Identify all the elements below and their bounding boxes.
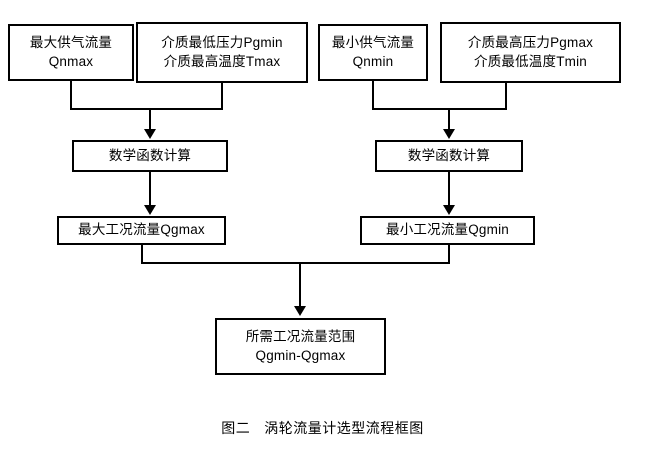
node-min-pressure-max-temp: 介质最低压力Pgmin 介质最高温度Tmax (136, 22, 308, 83)
arrowhead-to-qgmin (443, 205, 455, 215)
arrowhead-to-range (294, 306, 306, 316)
figure-label: 图二 (221, 420, 251, 436)
node-max-pressure-min-temp: 介质最高压力Pgmax 介质最低温度Tmin (440, 22, 621, 83)
node-text-line1: 数学函数计算 (108, 147, 192, 163)
connector-bottom-merge-stem (299, 262, 301, 307)
connector-qnmin-drop (372, 81, 374, 110)
node-text-line2: Qnmax (48, 53, 94, 69)
connector-qgmin-drop (448, 245, 450, 264)
node-max-supply-flow: 最大供气流量 Qnmax (8, 24, 134, 81)
node-text-line1: 数学函数计算 (407, 147, 491, 163)
node-text-line2: Qnmin (352, 53, 394, 69)
connector-qgmax-drop (141, 245, 143, 264)
node-min-supply-flow: 最小供气流量 Qnmin (318, 24, 428, 81)
node-math-function-right: 数学函数计算 (375, 140, 523, 172)
node-text-line1: 介质最高压力Pgmax (467, 35, 594, 51)
node-text-line2: Qgmin-Qgmax (255, 347, 346, 363)
node-text-line1: 最大工况流量Qgmax (78, 222, 205, 238)
node-max-working-flow: 最大工况流量Qgmax (57, 216, 226, 245)
node-text-line1: 最大供气流量 (29, 35, 113, 51)
node-text-line1: 所需工况流量范围 (245, 329, 356, 345)
connector-right-merge-stem (448, 108, 450, 130)
connector-bottom-merge-bar (141, 262, 450, 264)
connector-calcleft-to-qgmax (149, 172, 151, 206)
connector-calcright-to-qgmin (448, 172, 450, 206)
node-min-working-flow: 最小工况流量Qgmin (360, 216, 535, 245)
node-math-function-left: 数学函数计算 (72, 140, 228, 172)
node-text-line1: 最小供气流量 (331, 35, 415, 51)
node-text-line1: 最小工况流量Qgmin (386, 222, 509, 238)
figure-caption: 图二涡轮流量计选型流程框图 (0, 418, 645, 438)
node-text-line2: 介质最低温度Tmin (474, 53, 587, 69)
connector-pgmax-drop (505, 83, 507, 110)
connector-left-merge-bar (70, 108, 223, 110)
connector-right-merge-bar (372, 108, 507, 110)
node-text-line1: 介质最低压力Pgmin (161, 35, 283, 51)
node-required-flow-range: 所需工况流量范围 Qgmin-Qgmax (215, 318, 386, 375)
figure-title: 涡轮流量计选型流程框图 (264, 420, 424, 436)
node-text-line2: 介质最高温度Tmax (163, 53, 281, 69)
connector-qnmax-drop (70, 81, 72, 110)
connector-left-merge-stem (149, 108, 151, 130)
arrowhead-to-qgmax (144, 205, 156, 215)
arrowhead-to-calc-left (144, 129, 156, 139)
arrowhead-to-calc-right (443, 129, 455, 139)
connector-pgmin-drop (221, 83, 223, 110)
